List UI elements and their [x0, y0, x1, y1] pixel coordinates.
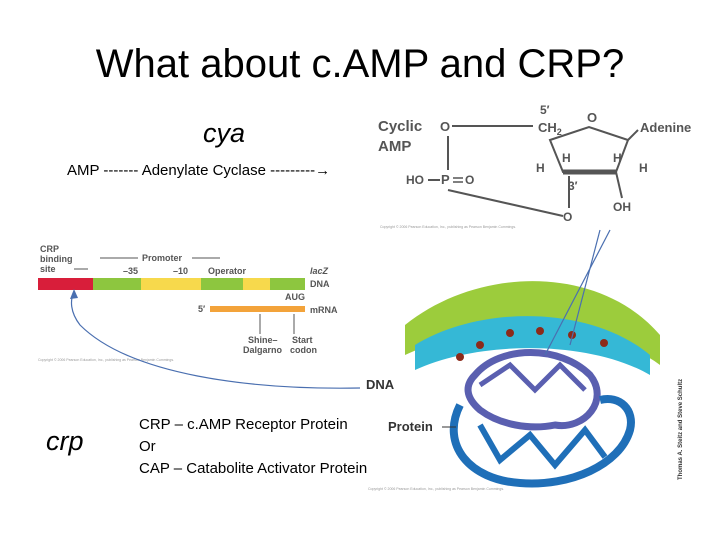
- adenine-bond: [627, 129, 639, 141]
- h-label: H: [562, 151, 571, 165]
- phosphate-oxygen-label: O: [465, 173, 474, 187]
- mrna-five-prime-label: 5′: [198, 304, 205, 314]
- amp-adenylate-cyclase-line: AMP ------- Adenylate Cyclase ---------→: [67, 162, 330, 179]
- p-o3-bond: [447, 189, 564, 217]
- arrow-head-icon: [70, 289, 78, 299]
- five-prime-label: 5′: [540, 103, 550, 117]
- promoter-segment: [141, 278, 201, 290]
- three-prime-oxygen-label: O: [563, 210, 572, 224]
- ho-label: HO: [406, 173, 424, 187]
- crp-backbone: [477, 423, 608, 470]
- crp-protein-figure: DNA Protein Thomas A. Steitz and Steve S…: [366, 229, 684, 491]
- shine-dalgarno-label: Dalgarno: [243, 345, 283, 355]
- crp-definition-line: CAP – Catabolite Activator Protein: [139, 460, 368, 477]
- curved-arrow-path: [70, 291, 361, 389]
- dna-backbone-cyan: [415, 316, 650, 375]
- cya-gene-label: cya: [203, 118, 246, 148]
- crp-binding-site-bar: [38, 278, 93, 290]
- start-codon-label: codon: [290, 345, 317, 355]
- lacz-label: lacZ: [310, 266, 329, 276]
- dna-label: DNA: [310, 279, 330, 289]
- phosphorus-label: P: [441, 172, 450, 187]
- ring-oxygen-label: O: [587, 110, 597, 125]
- dna-segment: [270, 278, 305, 290]
- crp-gene-label: crp: [46, 426, 84, 456]
- slide-title: What about c.AMP and CRP?: [95, 42, 625, 86]
- minus10-label: –10: [173, 266, 188, 276]
- crp-site-label: CRP: [40, 244, 59, 254]
- start-codon-label: Start: [292, 335, 313, 345]
- operator-label: Operator: [208, 266, 247, 276]
- h-label: H: [613, 151, 622, 165]
- three-prime-label: 3′: [568, 179, 578, 193]
- dna-label: DNA: [366, 377, 395, 392]
- crp-site-label: binding: [40, 254, 73, 264]
- h-label: H: [536, 161, 545, 175]
- right-arrow-icon: →: [315, 162, 331, 179]
- oh-bond: [615, 171, 623, 199]
- crp-lower-domain: [449, 395, 635, 488]
- camp-copyright: Copyright © 2006 Pearson Education, Inc.…: [380, 225, 516, 229]
- h-label: H: [639, 161, 648, 175]
- operator-segment: [201, 278, 243, 290]
- protein-label: Protein: [388, 419, 433, 434]
- shine-dalgarno-label: Shine–: [248, 335, 278, 345]
- crp-site-label: site: [40, 264, 56, 274]
- dna-segment: [93, 278, 141, 290]
- ch2-label: CH2: [538, 120, 562, 137]
- oh-label: OH: [613, 200, 631, 214]
- structure-credit: Thomas A. Steitz and Steve Schultz: [678, 379, 684, 480]
- pointer-line: [544, 229, 611, 356]
- ribose-ring: [548, 125, 630, 173]
- dna-base-atoms: [456, 327, 608, 361]
- mrna-bar: [210, 306, 305, 312]
- crp-definition-line: Or: [139, 438, 156, 455]
- minus35-label: –35: [123, 266, 138, 276]
- mrna-label: mRNA: [310, 305, 338, 315]
- crp-upper-domain: [464, 349, 601, 431]
- ester-oxygen-label: O: [440, 119, 450, 134]
- aug-label: AUG: [285, 292, 305, 302]
- crp-helix: [478, 361, 587, 394]
- camp-amp-label: AMP: [378, 138, 411, 155]
- amp-line-text: AMP ------- Adenylate Cyclase ---------: [67, 162, 316, 179]
- promoter-label: Promoter: [142, 253, 183, 263]
- promoter-copyright: Copyright © 2006 Pearson Education, Inc.…: [38, 358, 174, 362]
- crp-definition-line: CRP – c.AMP Receptor Protein: [139, 416, 348, 433]
- crp-definition: CRP – c.AMP Receptor Protein Or CAP – Ca…: [139, 414, 367, 480]
- adenine-label: Adenine: [640, 120, 691, 135]
- promoter-figure: CRP binding site Promoter –35 –10 Operat…: [38, 244, 338, 362]
- pointer-line: [569, 229, 601, 346]
- camp-cyclic-label: Cyclic: [378, 118, 422, 135]
- dna-segment: [243, 278, 270, 290]
- protein-copyright: Copyright © 2006 Pearson Education, Inc.…: [368, 487, 504, 491]
- camp-structure-figure: Cyclic AMP O 5′ CH2 O Adenine H H H H 3′…: [378, 103, 691, 229]
